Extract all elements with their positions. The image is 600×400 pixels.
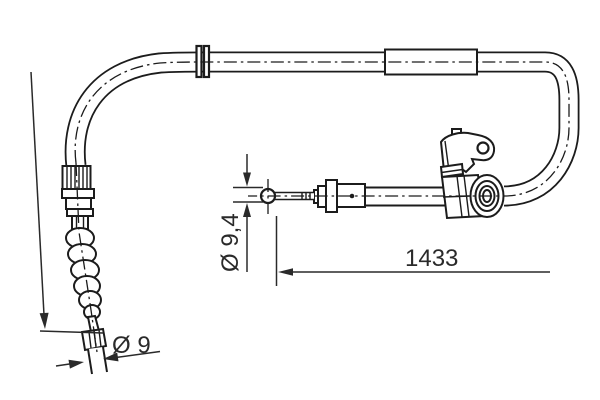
dim-eyelet-diameter: Ø 9,4 xyxy=(217,154,263,272)
fitting-body xyxy=(65,197,92,210)
flange-lower xyxy=(66,208,94,217)
pointer-baseline xyxy=(39,330,104,334)
dim-pointer xyxy=(30,71,104,334)
ferrule-hatching xyxy=(66,167,88,188)
dim-end-diameter: Ø 9 xyxy=(55,332,161,369)
cable-tube-outer xyxy=(64,51,580,207)
adjuster-rod xyxy=(363,186,447,207)
adjuster-pin-hole xyxy=(349,193,355,199)
mounting-bracket xyxy=(439,128,505,220)
cylinder-left-edge xyxy=(87,348,93,375)
left-end-centerline xyxy=(75,162,98,353)
adjuster-flange xyxy=(325,179,338,213)
cable-tube-inner xyxy=(66,53,578,205)
end-cylinder xyxy=(80,314,108,375)
cylinder-right-edge xyxy=(102,346,108,373)
dim-length: 1433 xyxy=(275,216,550,286)
dia9-left-arrow xyxy=(68,359,84,369)
len-label: 1433 xyxy=(405,245,458,272)
dia9-label: Ø 9 xyxy=(112,332,151,359)
main-centerline xyxy=(74,61,570,197)
pointer-arrowhead xyxy=(39,312,49,329)
cylinder-fill xyxy=(88,347,107,374)
dia94-upper-arrow xyxy=(243,172,251,187)
dia9-right-arrow xyxy=(103,352,119,362)
cable-tube xyxy=(64,51,580,207)
centerlines xyxy=(74,61,570,353)
dia9-leader xyxy=(111,350,161,359)
dia94-label: Ø 9,4 xyxy=(217,213,244,272)
bracket-hole xyxy=(476,141,490,155)
bellows-boot xyxy=(65,227,102,320)
pointer-line xyxy=(30,71,45,316)
dia94-lower-arrow xyxy=(243,203,251,217)
len-arrow xyxy=(278,268,293,276)
